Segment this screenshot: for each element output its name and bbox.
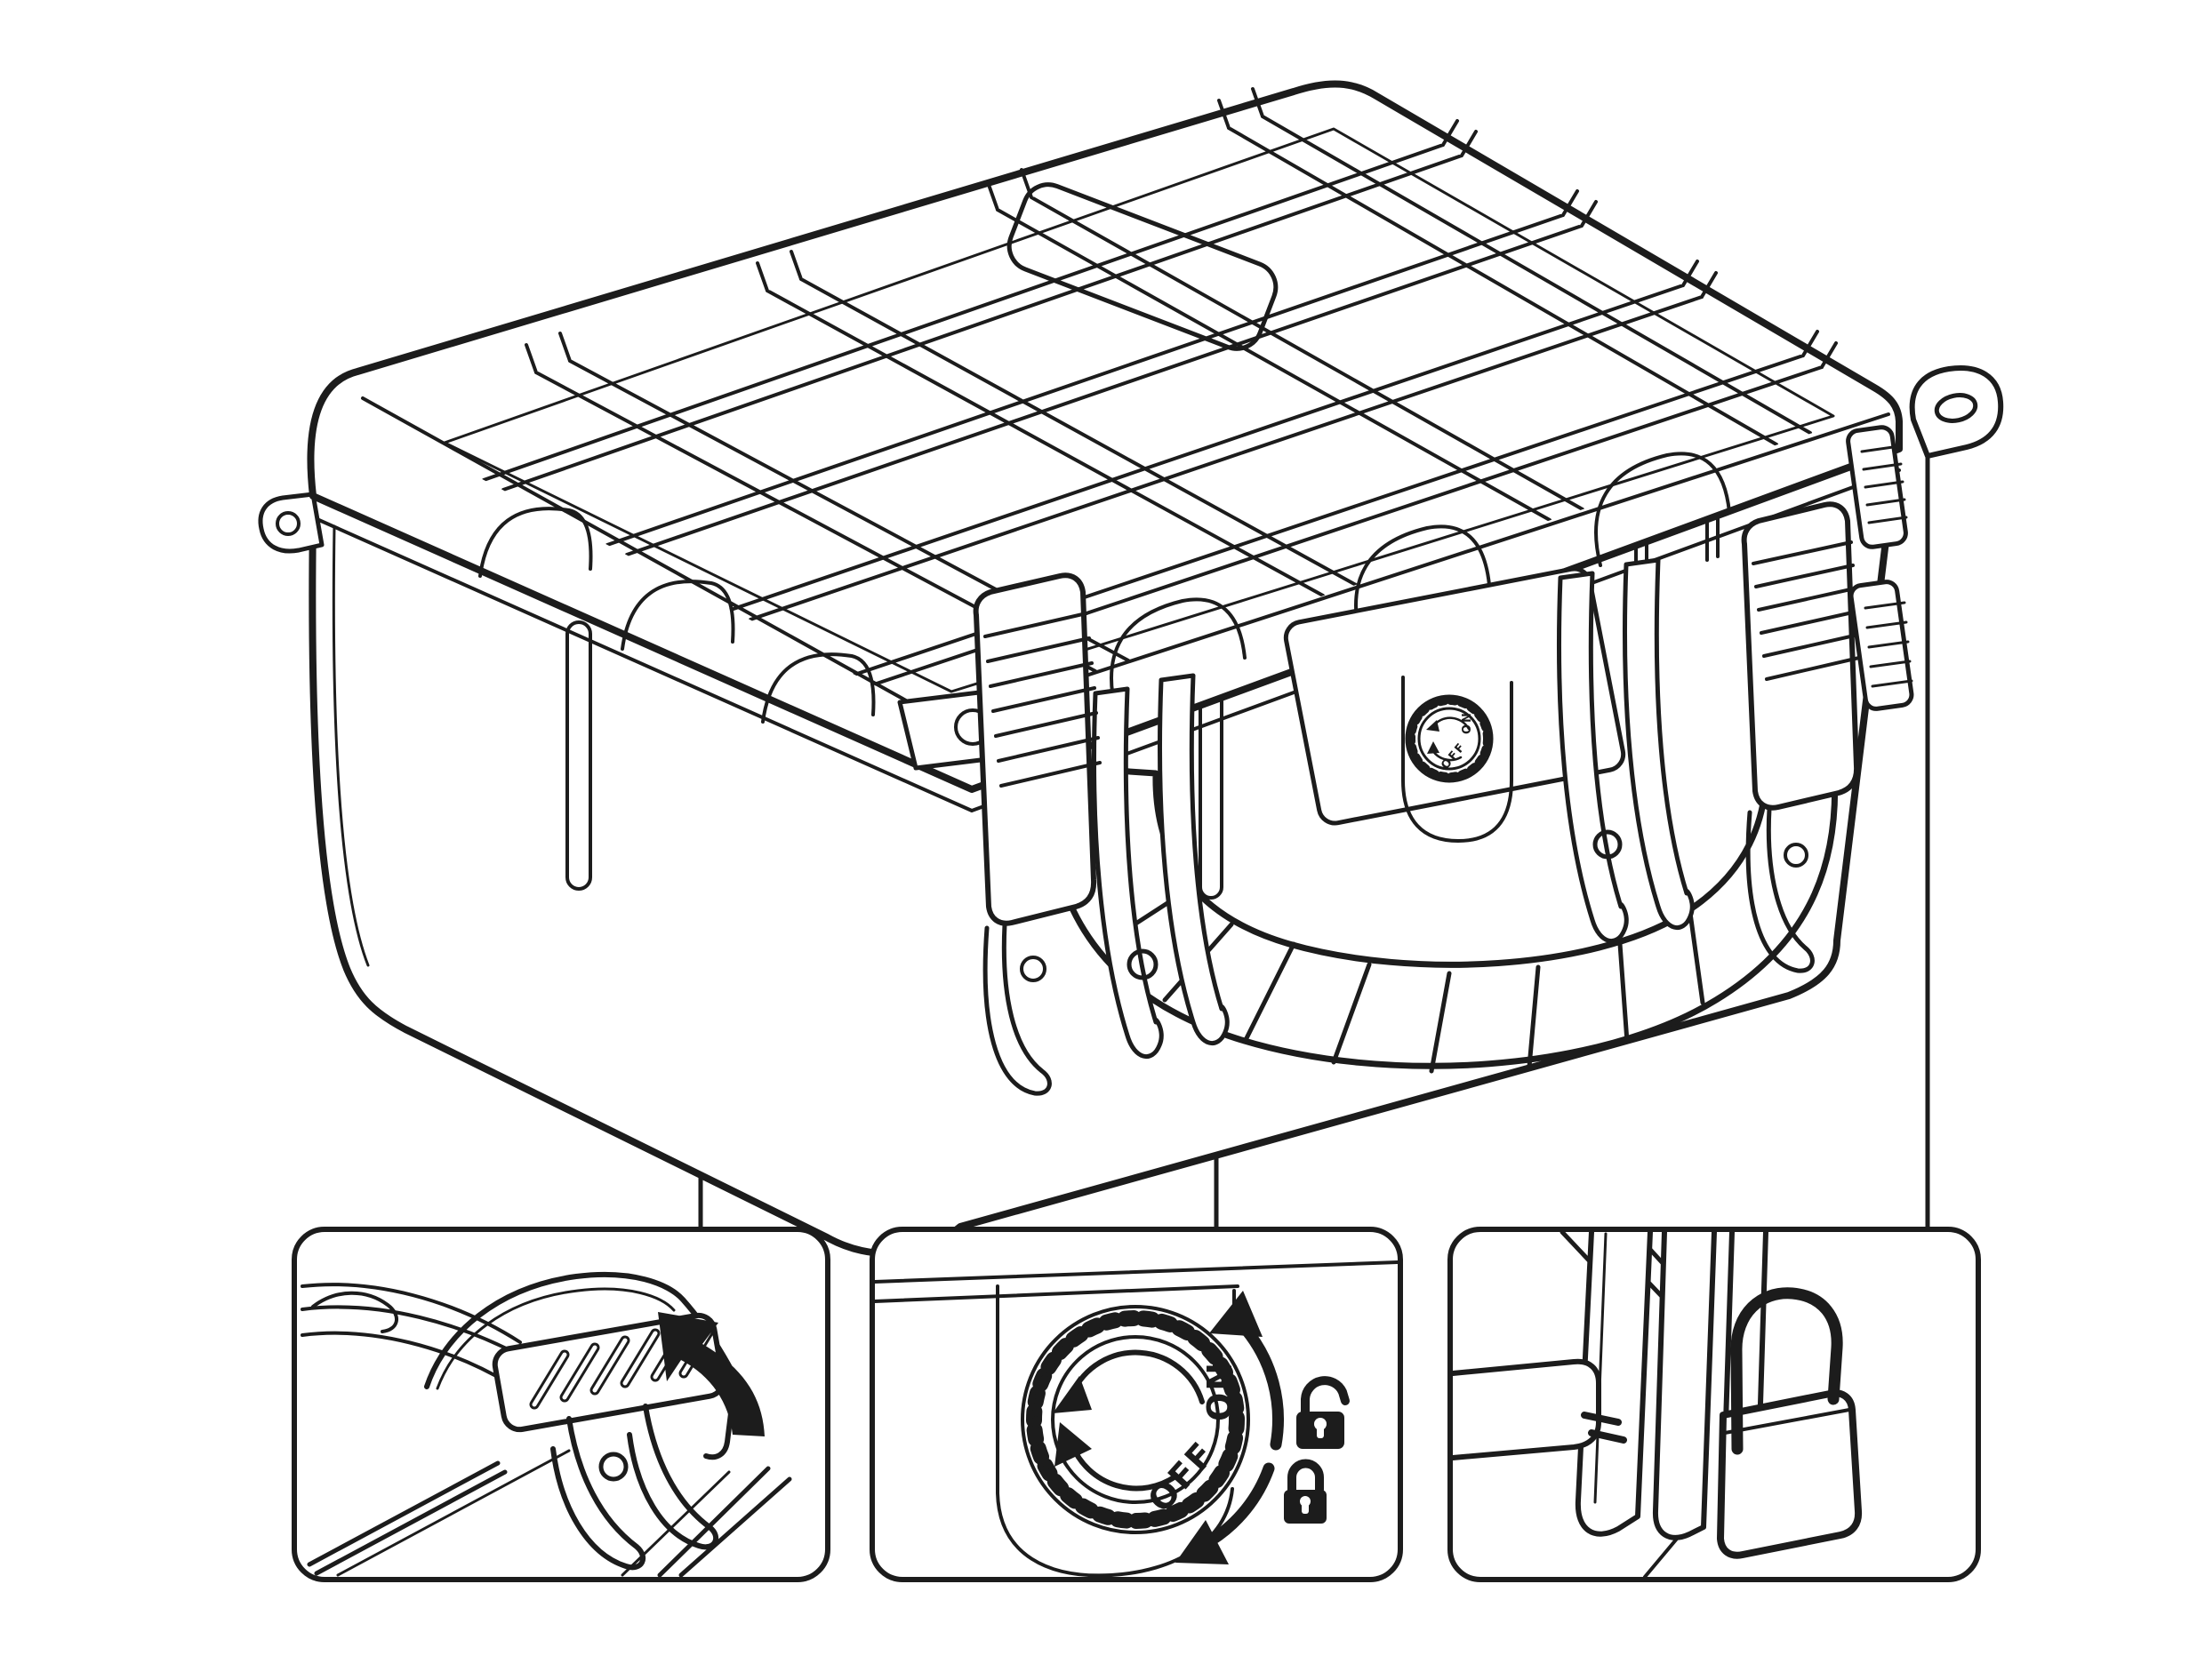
case-figure: ON OFF xyxy=(258,80,2004,1258)
callout-padlock-content xyxy=(1450,1229,1863,1579)
lid-skirt-arches xyxy=(478,452,1731,724)
padlock-hasp-flange xyxy=(1846,365,2004,711)
lid-grid-ribs xyxy=(443,115,1835,693)
lid-rib-hooks xyxy=(525,87,1838,374)
latch-right-plate xyxy=(1741,501,1860,811)
callout-latch-grip-ribs xyxy=(529,1322,714,1410)
callout-latch-content xyxy=(301,1271,792,1578)
padlock-shackle-through-hasp-icon xyxy=(1717,1287,1863,1559)
callout-latch-notch xyxy=(598,1452,629,1482)
left-tab-hole xyxy=(276,511,301,536)
lid-corner-silhouette xyxy=(424,1271,757,1423)
body-left-inner-line xyxy=(332,524,370,967)
hinge-hook-2 xyxy=(1158,673,1230,1046)
latch-left-pin-hole xyxy=(1020,956,1046,982)
padlock-body xyxy=(1717,1389,1863,1559)
callout-dial-knob: ON OFF xyxy=(1021,1305,1250,1534)
dial-knurl-ring xyxy=(1407,696,1492,781)
callout-dial-on-label: ON xyxy=(1200,1361,1239,1421)
open-latch-arrow-icon xyxy=(658,1312,765,1436)
latch-left xyxy=(973,572,1102,1096)
lid-label-plate xyxy=(1006,182,1279,351)
callout-dial: ON OFF xyxy=(870,1227,1403,1582)
latch-right-pin-hole xyxy=(1784,843,1808,868)
padlock-open-icon xyxy=(1296,1376,1350,1449)
padlock-body-top-line xyxy=(1723,1408,1851,1435)
latch-left-hook xyxy=(982,922,1052,1096)
callout-latch-leg-2 xyxy=(627,1404,719,1550)
latch-hinge-hooks xyxy=(1092,557,1695,1060)
latch-right-ribs xyxy=(1752,540,1861,681)
latch-right xyxy=(1741,501,1861,973)
flange-plate-middle xyxy=(1652,1229,1717,1540)
hinge-hook-4 xyxy=(1623,557,1695,931)
hasp-tab xyxy=(1909,365,2004,459)
lid-corner-inner-line xyxy=(436,1287,676,1390)
callout-padlock xyxy=(1447,1227,1981,1582)
main-dial-on-label: ON xyxy=(1461,711,1474,734)
callout-rim-line-2 xyxy=(873,1284,1239,1303)
hasp-ribbed-pad-upper xyxy=(1846,425,1908,549)
latch-left-plate xyxy=(973,572,1097,926)
thumb-dial-panel: ON OFF xyxy=(1283,566,1626,843)
callout-dial-content: ON OFF xyxy=(873,1260,1399,1578)
lid-outline xyxy=(307,80,1903,793)
hinge-hook-1 xyxy=(1092,686,1164,1060)
padlock-shackle xyxy=(1730,1287,1843,1455)
hinge-pin-hole-left xyxy=(1127,948,1159,980)
rim-bar xyxy=(1450,1358,1601,1460)
rotate-counterclockwise-arrow-icon xyxy=(1239,1322,1284,1451)
hasp-tab-hole xyxy=(1934,393,1978,423)
body-slot-left xyxy=(565,620,592,891)
rotate-counterclockwise-inner-arrow-icon xyxy=(1070,1349,1205,1404)
callout-rim-line-1 xyxy=(873,1260,1399,1284)
flange-plate-left-inner xyxy=(1593,1232,1608,1504)
padlock-closed-icon xyxy=(1284,1459,1327,1524)
callout-latch xyxy=(292,1227,830,1582)
dial-recess-u xyxy=(1401,676,1513,843)
hinge-pin-hole-right xyxy=(1592,829,1623,860)
callout-dial-knurl-left xyxy=(1032,1316,1139,1523)
thumb-dial: ON OFF xyxy=(1405,694,1494,783)
rotate-clockwise-inner-arrow-icon xyxy=(1070,1443,1178,1492)
latch-left-ribs xyxy=(983,612,1102,788)
latch-right-hook xyxy=(1745,806,1815,973)
case-lid xyxy=(307,80,1903,793)
left-corner-tab xyxy=(258,492,325,554)
strap-lines xyxy=(307,1449,792,1578)
callout-dial-face xyxy=(1051,1335,1220,1504)
callout-latch-leg-1 xyxy=(550,1416,646,1571)
case-edge-lines xyxy=(301,1283,533,1385)
rim-bar-shadow-ticks xyxy=(1581,1412,1627,1444)
hasp-ribbed-pad-lower xyxy=(1848,580,1914,711)
rotate-clockwise-arrow-icon xyxy=(1205,1462,1275,1547)
hinge-hook-3 xyxy=(1557,571,1629,944)
